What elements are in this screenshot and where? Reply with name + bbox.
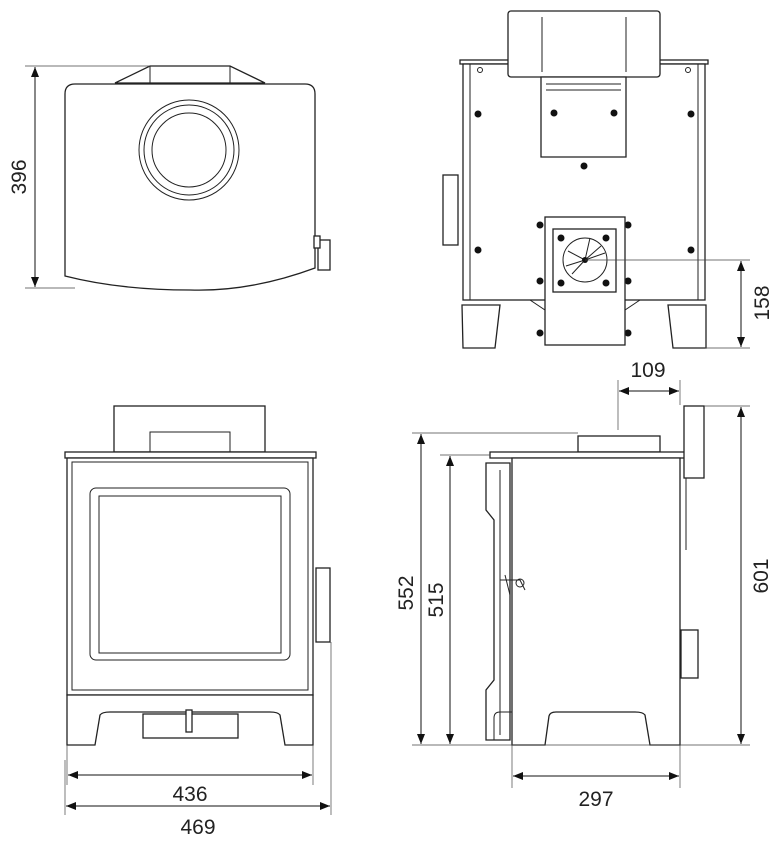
side-rear-handle: [683, 405, 705, 479]
side-dimensions: 109 552 515 601 297: [395, 359, 773, 811]
dimension-label-158: 158: [751, 285, 774, 320]
back-view: [442, 10, 709, 349]
flue-box: [507, 10, 661, 78]
dimension-label-469: 469: [180, 816, 215, 839]
door-frame: [89, 487, 291, 661]
side-body: [511, 457, 681, 746]
flue-collar-outer: [138, 99, 240, 201]
dimension-158: 158: [585, 259, 774, 349]
side-flue: [577, 435, 661, 453]
front-flue-box: [113, 405, 266, 453]
back-handle: [442, 174, 459, 246]
dimension-label-396: 396: [8, 159, 31, 194]
back-leg-right: [667, 304, 707, 349]
dimension-label-601: 601: [750, 558, 773, 593]
control-box: [680, 629, 699, 679]
handle: [317, 239, 331, 271]
front-handle: [315, 567, 331, 643]
top-view: [64, 65, 331, 291]
dimension-436-469: 436 469: [64, 642, 332, 839]
back-leg-left: [461, 304, 501, 349]
front-body: [66, 457, 314, 696]
door-glass: [98, 495, 282, 654]
front-base: [66, 694, 314, 746]
dimension-label-297: 297: [578, 788, 613, 811]
front-view: [64, 405, 331, 746]
dimension-396: 396: [8, 65, 150, 289]
flue-collar-inner: [151, 112, 227, 188]
side-door: [485, 462, 511, 741]
dimension-label-109: 109: [630, 359, 665, 382]
dimension-label-515: 515: [425, 582, 448, 617]
dimension-label-436: 436: [172, 783, 207, 806]
dimension-label-552: 552: [395, 575, 418, 610]
side-view: [485, 405, 705, 746]
door-latch: [500, 574, 526, 596]
